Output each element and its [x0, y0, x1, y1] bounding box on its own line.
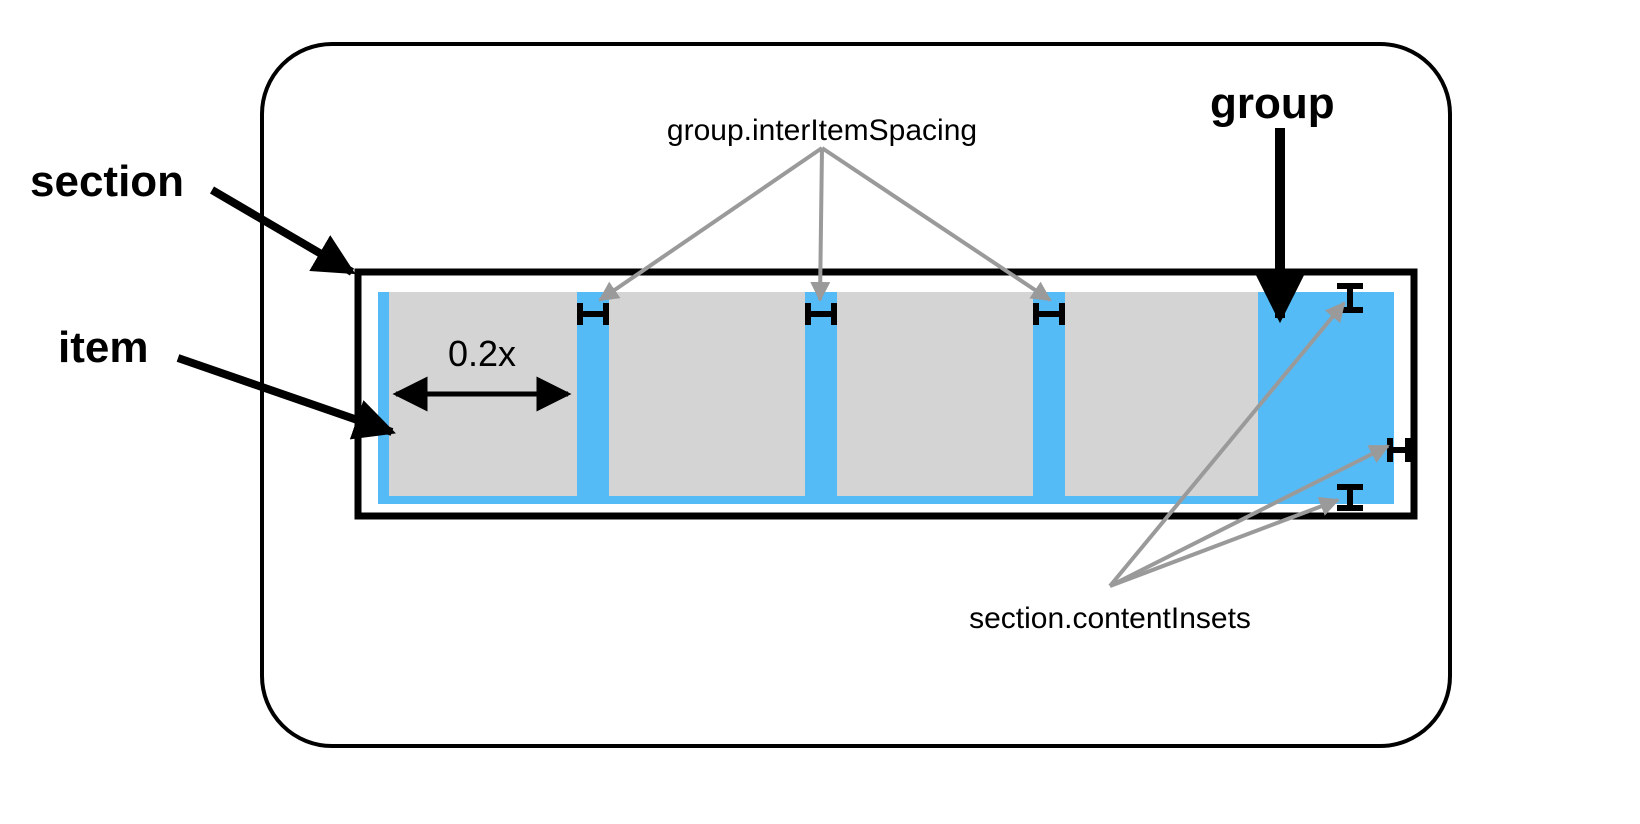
item-4: [1065, 292, 1258, 496]
group-label: group: [1210, 79, 1335, 128]
content-insets-leaders: [1108, 301, 1390, 588]
item-3: [837, 292, 1033, 496]
inter-item-spacing-leaders: [598, 146, 1052, 302]
spacing-marker-3: [1033, 303, 1065, 325]
spacing-marker-2: [805, 303, 837, 325]
content-inset-marker-trailing: [1387, 438, 1411, 462]
inter-item-spacing-1: [577, 292, 609, 496]
inter-item-spacing-label: group.interItemSpacing: [667, 114, 977, 147]
content-insets-label: section.contentInsets: [969, 602, 1251, 635]
item-leader-line: [176, 354, 396, 440]
content-inset-marker-bottom: [1337, 484, 1363, 511]
item-2: [609, 292, 805, 496]
collection-view-bounds: [260, 42, 1452, 748]
leading-content-inset: [378, 292, 389, 500]
bottom-content-inset: [378, 496, 1394, 504]
inter-item-spacing-3: [1033, 292, 1065, 496]
section-leader-line: [209, 186, 356, 276]
spacing-marker-1: [577, 303, 609, 325]
inter-item-spacing-2: [805, 292, 837, 496]
item-label: item: [58, 323, 148, 372]
section-label: section: [30, 157, 184, 206]
item-width-label: 0.2x: [448, 333, 516, 374]
section-border: [354, 268, 1418, 520]
